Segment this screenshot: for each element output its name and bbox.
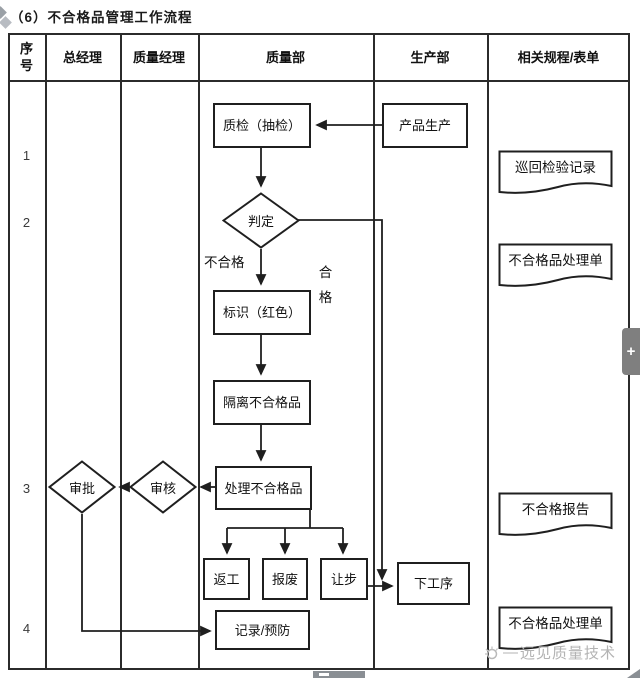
node-isolate: 隔离不合格品 (213, 380, 311, 425)
side-expand-button[interactable]: + (622, 328, 640, 375)
header-quality-manager: 质量经理 (132, 50, 185, 65)
doc-label: 不合格品处理单 (508, 253, 603, 268)
doc-nonconforming-report: 不合格报告 (498, 492, 613, 542)
doc-label: 不合格品处理单 (508, 616, 603, 631)
bottom-toolbar-fragment[interactable] (313, 671, 365, 678)
swimlane-table (8, 33, 630, 670)
approve-label: 审批 (68, 480, 95, 496)
node-next-process: 下工序 (397, 562, 470, 605)
column-divider (45, 33, 47, 670)
page-title: （6）不合格品管理工作流程 (10, 10, 193, 25)
watermark-text: 远见质量技术 (520, 645, 617, 662)
node-judge-decision: 判定 (222, 192, 300, 249)
column-divider (373, 33, 375, 670)
node-rework: 返工 (203, 558, 250, 600)
row-number-2: 2 (22, 214, 31, 230)
watermark-logo-icon (485, 646, 499, 659)
column-divider (487, 33, 489, 670)
doc-patrol-inspection-record: 巡回检验记录 (498, 150, 613, 200)
header-seq: 序号 (19, 40, 33, 73)
plus-icon: + (626, 343, 636, 360)
doc-nonconforming-form-1: 不合格品处理单 (498, 243, 613, 293)
doc-label: 巡回检验记录 (515, 160, 596, 175)
header-related-forms: 相关规程/表单 (517, 50, 600, 65)
branch-label-pass: 合格 (318, 265, 333, 305)
watermark: — 远见质量技术 (483, 642, 616, 663)
row-number-1: 1 (22, 147, 31, 163)
node-record: 记录/预防 (215, 610, 310, 650)
doc-label: 不合格报告 (521, 502, 590, 517)
column-divider (120, 33, 122, 670)
review-label: 审核 (149, 480, 176, 496)
row-number-4: 4 (22, 620, 31, 636)
node-handle: 处理不合格品 (215, 466, 312, 510)
node-review-decision: 审核 (129, 460, 197, 514)
node-scrap: 报废 (262, 558, 308, 600)
node-mark-red: 标识（红色） (213, 290, 311, 335)
header-production-dept: 生产部 (410, 50, 450, 65)
watermark-dash: — (503, 644, 519, 661)
node-approve-decision: 审批 (48, 460, 116, 514)
header-quality-dept: 质量部 (265, 50, 305, 65)
header-divider (8, 80, 630, 82)
node-concession: 让步 (320, 558, 368, 600)
toolbar-glyph (319, 673, 329, 676)
column-divider (198, 33, 200, 670)
node-product-production: 产品生产 (382, 103, 468, 148)
header-general-manager: 总经理 (62, 50, 102, 65)
node-quality-check: 质检（抽检） (213, 103, 311, 148)
judge-label: 判定 (247, 214, 274, 229)
doc-nonconforming-form-2: 不合格品处理单 (498, 606, 613, 656)
corner-resize-fragment (627, 669, 640, 678)
branch-label-fail: 不合格 (204, 255, 245, 270)
row-number-3: 3 (22, 480, 31, 496)
